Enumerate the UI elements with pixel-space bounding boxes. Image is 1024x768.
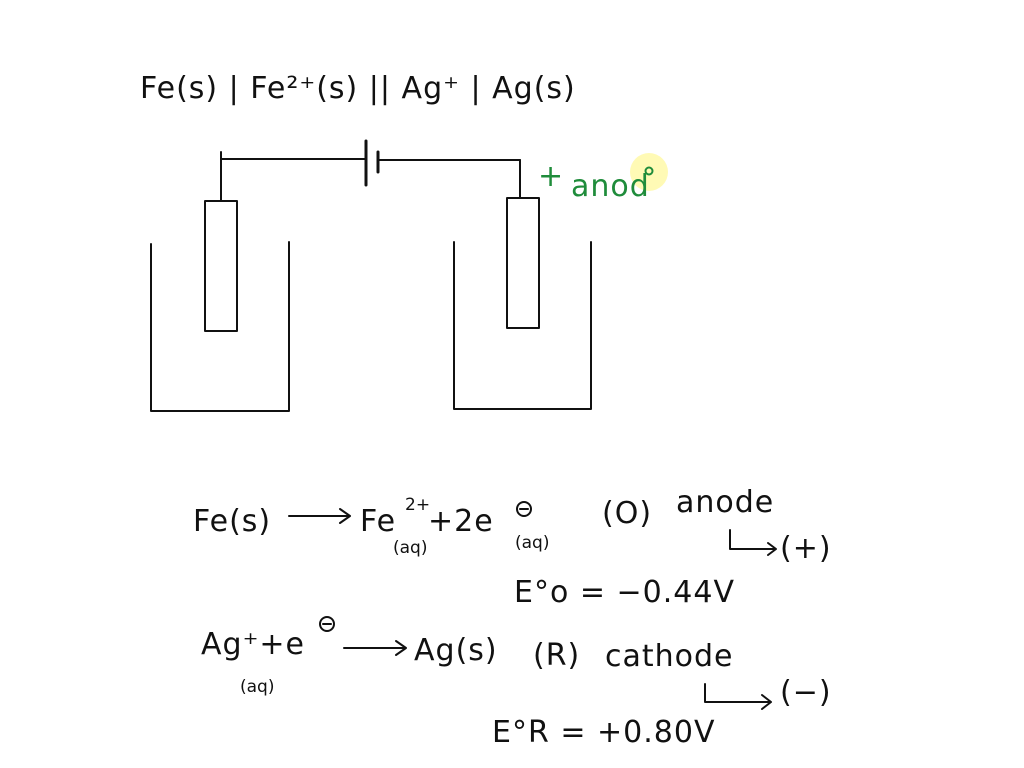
right-beaker — [453, 241, 592, 410]
right-electrode — [506, 197, 540, 329]
reduction-reactant-state: (aq) — [240, 677, 274, 697]
electron-symbol — [319, 616, 335, 632]
cursor-dot — [644, 166, 654, 176]
oxidation-electrons: +2e — [428, 504, 494, 539]
oxidation-type: (O) — [602, 496, 652, 531]
reduction-reactant: Ag⁺+e — [201, 627, 305, 662]
reduction-product: Ag(s) — [414, 633, 498, 668]
external-circuit — [220, 139, 521, 201]
oxidation-reactant: Fe(s) — [193, 504, 271, 539]
oxidation-sign: (+) — [780, 531, 832, 566]
oxidation-product-fe: Fe — [360, 504, 396, 539]
reduction-type: (R) — [533, 638, 580, 673]
reduction-electrode: cathode — [605, 639, 734, 674]
electron-symbol — [516, 501, 532, 517]
cursor-highlight — [630, 153, 668, 191]
left-beaker — [150, 241, 290, 412]
right-electrode-label: anod — [571, 169, 650, 204]
oxidation-half-reaction: Fe(s) Fe 2+ (aq) +2e (aq) (O) anode (+) … — [193, 485, 832, 610]
reduction-sign-arrow — [704, 683, 771, 703]
reduction-potential: E°R = +0.80V — [492, 715, 715, 750]
reduction-sign: (−) — [780, 675, 832, 710]
oxidation-electron-state: (aq) — [515, 533, 549, 553]
oxidation-electrode: anode — [676, 485, 774, 520]
cell-notation: Fe(s) | Fe²⁺(s) || Ag⁺ | Ag(s) — [140, 71, 576, 106]
left-electrode — [204, 200, 238, 332]
oxidation-product-charge: 2+ — [405, 495, 430, 515]
oxidation-potential: E°o = −0.44V — [514, 575, 735, 610]
reduction-half-reaction: Ag⁺+e (aq) Ag(s) (R) cathode (−) E°R = +… — [201, 616, 832, 750]
oxidation-product-state: (aq) — [393, 538, 427, 558]
right-electrode-sign: + — [538, 159, 564, 194]
oxidation-sign-arrow — [729, 529, 776, 550]
